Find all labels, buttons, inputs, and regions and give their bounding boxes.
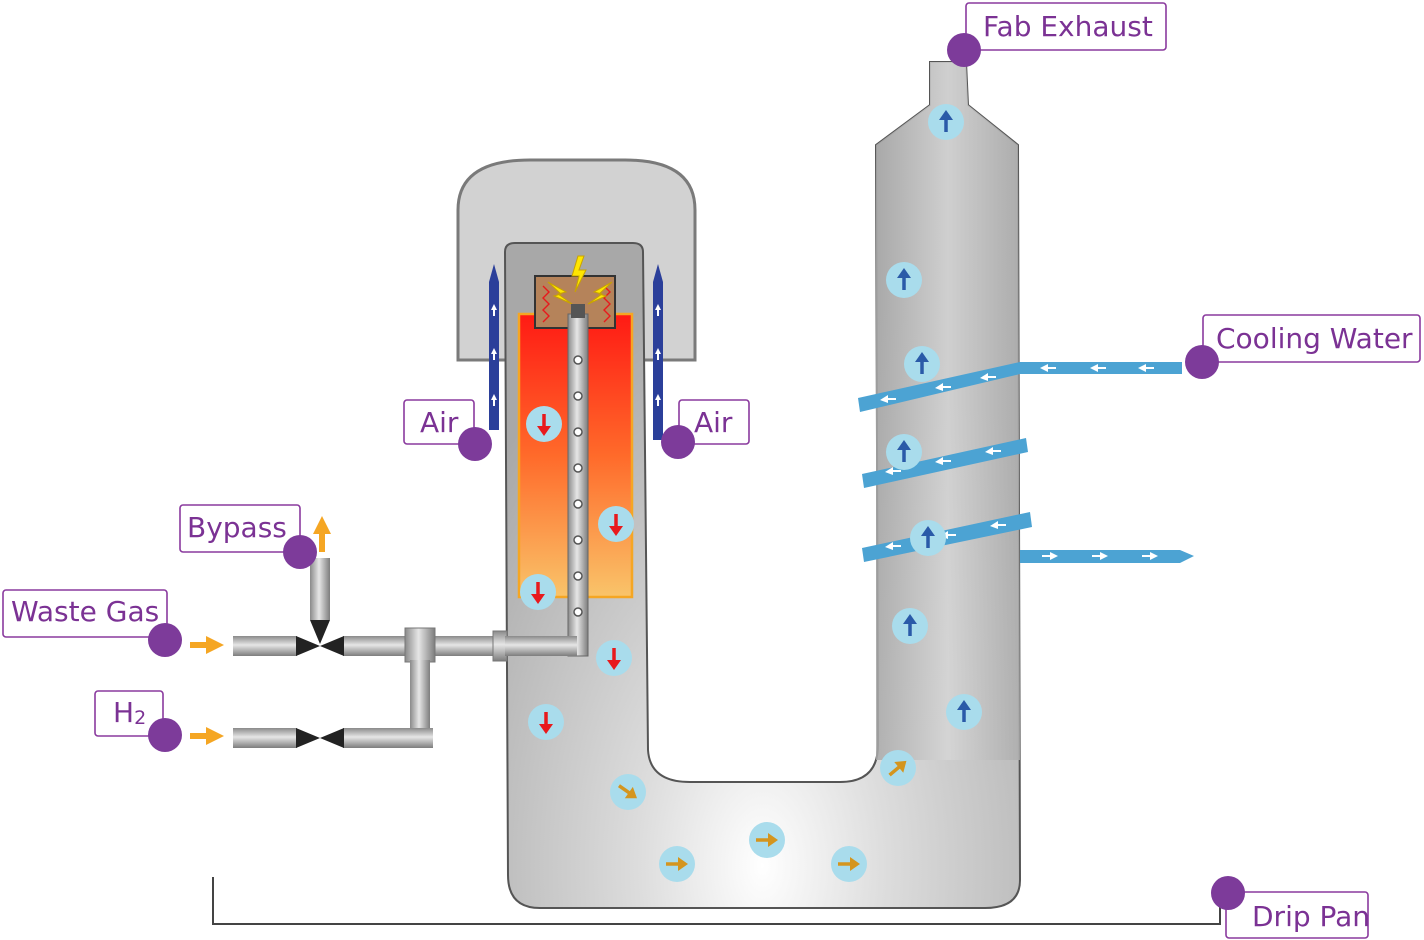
- right-arrow-icon: [610, 774, 646, 810]
- down-arrow-icon: [528, 704, 564, 740]
- up-arrow-icon: [928, 104, 964, 140]
- up-arrow-icon: [886, 434, 922, 470]
- label-text: Air: [694, 406, 733, 439]
- marker-dot: [283, 535, 317, 569]
- lance-hole: [573, 571, 583, 581]
- up-arrow-icon: [892, 608, 928, 644]
- marker-dot: [458, 427, 492, 461]
- valve-icon[interactable]: [296, 620, 344, 656]
- spark-icon: [547, 255, 613, 305]
- label-waste-gas: Waste Gas: [2, 589, 168, 638]
- lance-hole: [573, 607, 583, 617]
- injection-lance: [567, 313, 589, 657]
- label-air-right: Air: [678, 399, 750, 445]
- label-text: Fab Exhaust: [983, 10, 1153, 43]
- scrubber-tower: [876, 62, 1020, 760]
- right-arrow-icon: [749, 822, 785, 858]
- right-arrow-icon: [831, 846, 867, 882]
- down-arrow-icon: [596, 640, 632, 676]
- marker-dot: [148, 623, 182, 657]
- down-arrow-icon: [598, 506, 634, 542]
- up-arrow-icon: [886, 262, 922, 298]
- marker-dot: [947, 33, 981, 67]
- lance-hole: [573, 427, 583, 437]
- up-arrow-icon: [904, 346, 940, 382]
- drip-pan: [212, 877, 1221, 925]
- tee-fitting: [404, 627, 436, 663]
- up-arrow-icon: [946, 694, 982, 730]
- bypass-pipe: [310, 558, 330, 620]
- air-channel-right: [653, 264, 663, 440]
- lance-hole: [573, 463, 583, 473]
- label-text: Bypass: [187, 511, 287, 544]
- label-text: Waste Gas: [11, 595, 159, 628]
- lance-hole: [573, 391, 583, 401]
- marker-dot: [1185, 345, 1219, 379]
- air-channel-left: [489, 264, 499, 430]
- waste-gas-inlet-arrow: [190, 636, 224, 654]
- marker-dot: [661, 425, 695, 459]
- lance-hole: [573, 499, 583, 509]
- h2-subscript: 2: [134, 707, 146, 729]
- h2-inlet-arrow: [190, 727, 224, 745]
- down-arrow-icon: [526, 406, 562, 442]
- h2-symbol: H: [113, 696, 134, 729]
- down-arrow-icon: [520, 574, 556, 610]
- marker-dot: [148, 718, 182, 752]
- valve-icon[interactable]: [296, 728, 344, 748]
- lance-holes: [573, 355, 583, 617]
- label-bypass: Bypass: [179, 504, 301, 553]
- label-cooling-water: Cooling Water: [1202, 314, 1421, 363]
- right-arrow-icon: [880, 750, 916, 786]
- marker-dot: [1211, 876, 1245, 910]
- up-arrow-icon: [910, 520, 946, 556]
- label-text: Cooling Water: [1216, 322, 1413, 355]
- label-h2: H2: [94, 690, 164, 737]
- label-fab-exhaust: Fab Exhaust: [965, 2, 1167, 51]
- label-text: H2: [113, 696, 146, 729]
- h2-pipe: [233, 728, 433, 748]
- waste-gas-pipe: [233, 630, 577, 662]
- lance-hole: [573, 535, 583, 545]
- bypass-outlet-arrow: [313, 516, 331, 552]
- label-text: Drip Pan: [1252, 900, 1370, 933]
- lance-hole: [573, 355, 583, 365]
- label-drip-pan: Drip Pan: [1225, 891, 1370, 939]
- gas-nozzle: [571, 304, 585, 318]
- label-air-left: Air: [403, 399, 475, 445]
- right-arrow-icon: [659, 846, 695, 882]
- h2-riser-pipe: [410, 660, 430, 728]
- cooling-water-arrows: [880, 364, 1158, 560]
- flow-markers: [520, 104, 982, 882]
- label-text: Air: [420, 406, 459, 439]
